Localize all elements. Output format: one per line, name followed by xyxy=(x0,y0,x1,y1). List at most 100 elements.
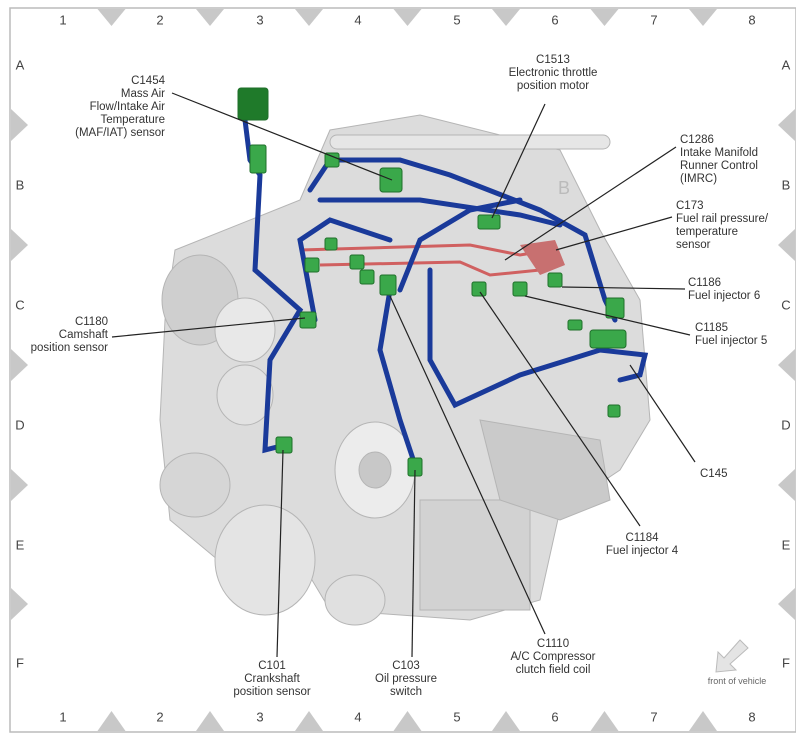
diagram-label-b: B xyxy=(558,178,571,198)
connector-description: (IMRC) xyxy=(680,173,718,185)
connector-id: C173 xyxy=(676,200,704,212)
grid-marker xyxy=(196,9,224,26)
leader-c1454 xyxy=(171,92,393,181)
connector-description: Fuel rail pressure/ xyxy=(676,213,769,225)
connector-description: Temperature xyxy=(100,114,165,126)
grid-column-label: 8 xyxy=(748,12,756,28)
leader-c1180 xyxy=(111,317,306,338)
leader-c1184 xyxy=(479,291,641,527)
connector xyxy=(349,254,365,270)
grid-marker xyxy=(11,109,28,141)
grid-column-label: 6 xyxy=(551,709,559,725)
connector-id: C1454 xyxy=(131,75,165,87)
connector xyxy=(605,297,625,319)
connector-c101 xyxy=(275,436,293,454)
connector xyxy=(249,144,267,174)
grid-column-label: 3 xyxy=(256,12,264,28)
grid-row-label: B xyxy=(15,177,25,193)
grid-markers xyxy=(11,9,795,731)
connector-description: Fuel injector 5 xyxy=(695,335,768,347)
connector-description: sensor xyxy=(676,239,711,251)
grid-marker xyxy=(590,9,619,26)
leader-c1286 xyxy=(504,146,677,261)
connector-c145 xyxy=(589,329,627,349)
connector xyxy=(567,319,583,331)
leader-c145 xyxy=(629,364,696,463)
connector-description: Runner Control xyxy=(680,160,758,172)
grid-marker xyxy=(778,229,795,261)
fuel-rail-sensor xyxy=(520,240,565,275)
leader-lines xyxy=(111,92,696,658)
grid-row-label: A xyxy=(15,57,25,73)
grid-column-label: 7 xyxy=(650,12,658,28)
connector-description: Oil pressure xyxy=(375,673,437,685)
connector-description: clutch field coil xyxy=(515,664,591,676)
grid-marker xyxy=(778,469,795,501)
connector xyxy=(304,257,320,273)
connector-id: C1286 xyxy=(680,134,714,146)
grid-column-label: 7 xyxy=(650,709,658,725)
grid-column-label: 1 xyxy=(59,709,67,725)
leader-c1185 xyxy=(524,295,691,336)
grid-marker xyxy=(11,349,28,381)
grid-marker xyxy=(97,9,126,26)
grid-row-label: E xyxy=(15,537,25,553)
grid-marker xyxy=(295,9,323,26)
connector-c1513 xyxy=(477,214,501,230)
connector-id: C1184 xyxy=(625,532,659,544)
front-of-vehicle-label: front of vehicle xyxy=(707,676,767,686)
connector-id: C1110 xyxy=(536,638,570,650)
callout-c145: C145 xyxy=(700,468,728,481)
grid-row-label: D xyxy=(15,417,25,433)
connector-description: Fuel injector 4 xyxy=(605,545,679,557)
grid-row-label: F xyxy=(16,655,24,671)
grid-row-label: A xyxy=(781,57,791,73)
connector-description: A/C Compressor xyxy=(510,651,596,663)
grid-marker xyxy=(492,711,520,731)
connector-c1110 xyxy=(379,274,397,296)
connector-id: C1180 xyxy=(74,316,108,328)
connector-description: Fuel injector 6 xyxy=(688,290,761,302)
connector-description: switch xyxy=(390,686,422,698)
grid-column-label: 2 xyxy=(156,709,164,725)
diagram-frame xyxy=(9,7,796,733)
connector-id: C1185 xyxy=(695,322,729,334)
connector-id: C1186 xyxy=(688,277,722,289)
grid-column-label: 1 xyxy=(59,12,67,28)
engine-block xyxy=(159,114,651,626)
connector-description: (MAF/IAT) sensor xyxy=(75,127,165,139)
leader-c173 xyxy=(555,216,673,251)
grid-column-label: 8 xyxy=(748,709,756,725)
leader-c1513 xyxy=(491,103,546,219)
grid-column-label: 3 xyxy=(256,709,264,725)
connector-description: Camshaft xyxy=(58,329,108,341)
grid-marker xyxy=(196,711,224,731)
connector-description: position motor xyxy=(516,80,590,92)
connector-id: C101 xyxy=(258,660,286,672)
grid-column-label: 4 xyxy=(354,709,362,725)
connector-id: C1513 xyxy=(536,54,570,66)
connector xyxy=(324,237,338,251)
connector-description: temperature xyxy=(676,226,739,238)
leader-c103 xyxy=(411,469,416,658)
connector-description: position sensor xyxy=(30,342,108,354)
arrow-down-left-icon xyxy=(715,639,749,673)
connector-c1186 xyxy=(547,272,563,288)
leader-c101 xyxy=(276,449,284,658)
grid-column-label: 5 xyxy=(453,12,461,28)
connector xyxy=(324,152,340,168)
grid-column-label: 5 xyxy=(453,709,461,725)
grid-marker xyxy=(295,711,323,731)
grid-marker xyxy=(689,9,717,26)
connector-description: position sensor xyxy=(233,686,311,698)
connector xyxy=(607,404,621,418)
grid-marker xyxy=(11,588,28,620)
